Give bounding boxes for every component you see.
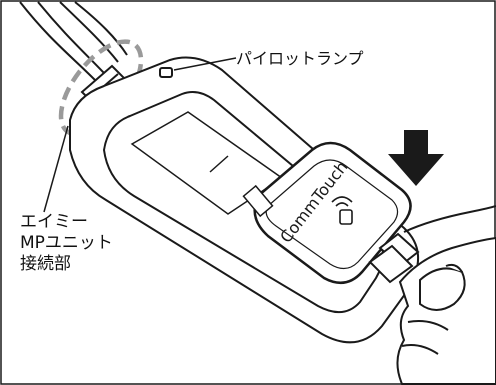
down-arrow-icon <box>388 130 444 186</box>
pilot-lamp-label: パイロットランプ <box>236 49 364 68</box>
usb-plug <box>368 232 420 284</box>
cable <box>19 1 128 81</box>
connector-leader-line <box>43 125 69 213</box>
connector-label-line-3: 接続部 <box>20 254 71 274</box>
pilot-lamp-leader-line <box>173 57 237 71</box>
connector-label: エイミー MPユニット 接続部 <box>20 212 113 275</box>
hand <box>396 205 496 385</box>
pilot-lamp <box>159 67 173 78</box>
nfc-icon <box>331 196 353 225</box>
commtouch-module: CommTouch <box>242 141 412 285</box>
connector-label-line-2: MPユニット <box>20 233 113 253</box>
connector-label-line-1: エイミー <box>20 212 88 232</box>
